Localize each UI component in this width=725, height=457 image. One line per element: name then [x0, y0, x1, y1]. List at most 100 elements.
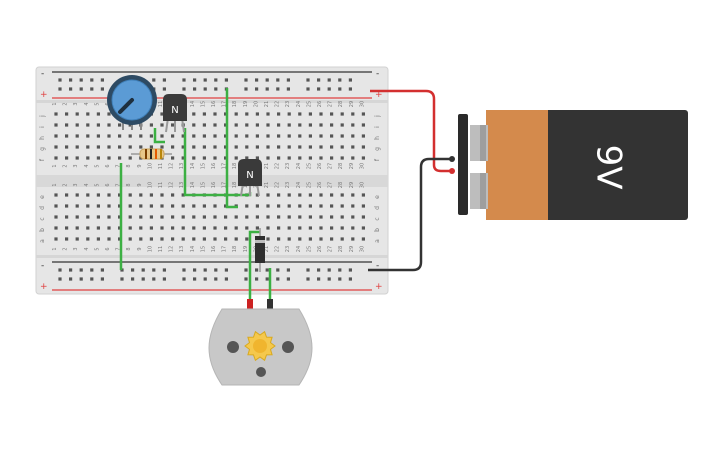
breadboard-hole[interactable] [245, 156, 249, 160]
rail-hole[interactable] [58, 78, 62, 82]
breadboard-hole[interactable] [192, 215, 196, 219]
dc-motor[interactable] [208, 299, 313, 386]
rail-hole[interactable] [182, 277, 186, 281]
breadboard-hole[interactable] [266, 237, 270, 241]
breadboard-hole[interactable] [181, 193, 185, 197]
breadboard-hole[interactable] [277, 145, 281, 149]
rail-hole[interactable] [69, 268, 73, 272]
breadboard-hole[interactable] [287, 145, 291, 149]
breadboard-hole[interactable] [277, 237, 281, 241]
rail-hole[interactable] [152, 78, 156, 82]
breadboard-hole[interactable] [128, 156, 132, 160]
rail-hole[interactable] [276, 87, 280, 91]
rail-hole[interactable] [162, 277, 166, 281]
rail-hole[interactable] [141, 268, 145, 272]
motor-wire-positive[interactable] [248, 230, 260, 303]
rail-hole[interactable] [348, 87, 352, 91]
breadboard-hole[interactable] [160, 237, 164, 241]
breadboard-hole[interactable] [330, 226, 334, 230]
rail-hole[interactable] [348, 78, 352, 82]
breadboard-hole[interactable] [330, 145, 334, 149]
breadboard-hole[interactable] [319, 123, 323, 127]
breadboard-hole[interactable] [287, 226, 291, 230]
breadboard-hole[interactable] [361, 237, 365, 241]
breadboard-hole[interactable] [277, 156, 281, 160]
rail-hole[interactable] [317, 87, 321, 91]
rail-hole[interactable] [317, 78, 321, 82]
rail-hole[interactable] [162, 78, 166, 82]
rail-hole[interactable] [90, 277, 94, 281]
breadboard-hole[interactable] [319, 193, 323, 197]
breadboard-hole[interactable] [266, 156, 270, 160]
breadboard-hole[interactable] [277, 215, 281, 219]
breadboard-hole[interactable] [361, 112, 365, 116]
rail-hole[interactable] [265, 268, 269, 272]
rail-hole[interactable] [214, 277, 218, 281]
breadboard-hole[interactable] [128, 123, 132, 127]
rail-hole[interactable] [58, 277, 62, 281]
rail-hole[interactable] [182, 78, 186, 82]
breadboard-hole[interactable] [160, 226, 164, 230]
breadboard-hole[interactable] [118, 193, 122, 197]
breadboard-hole[interactable] [171, 226, 175, 230]
breadboard-hole[interactable] [245, 145, 249, 149]
breadboard-hole[interactable] [277, 193, 281, 197]
breadboard-hole[interactable] [340, 145, 344, 149]
rail-hole[interactable] [79, 87, 83, 91]
rail-hole[interactable] [79, 277, 83, 281]
breadboard-hole[interactable] [160, 204, 164, 208]
rail-hole[interactable] [338, 78, 342, 82]
rail-hole[interactable] [69, 277, 73, 281]
breadboard-hole[interactable] [308, 237, 312, 241]
green-wire-pot-to-base[interactable] [153, 128, 165, 144]
rail-hole[interactable] [58, 268, 62, 272]
breadboard-hole[interactable] [308, 134, 312, 138]
breadboard-hole[interactable] [298, 123, 302, 127]
breadboard-hole[interactable] [171, 204, 175, 208]
breadboard-hole[interactable] [308, 215, 312, 219]
breadboard-hole[interactable] [118, 226, 122, 230]
breadboard-hole[interactable] [234, 215, 238, 219]
breadboard-hole[interactable] [192, 156, 196, 160]
breadboard-hole[interactable] [171, 123, 175, 127]
breadboard-hole[interactable] [75, 123, 79, 127]
breadboard-hole[interactable] [351, 112, 355, 116]
breadboard-hole[interactable] [139, 226, 143, 230]
breadboard-hole[interactable] [255, 134, 259, 138]
breadboard-hole[interactable] [361, 215, 365, 219]
rail-hole[interactable] [131, 268, 135, 272]
rail-hole[interactable] [265, 78, 269, 82]
breadboard-hole[interactable] [319, 112, 323, 116]
breadboard-hole[interactable] [319, 145, 323, 149]
breadboard-hole[interactable] [86, 237, 90, 241]
rail-hole[interactable] [224, 277, 228, 281]
battery-negative-wire[interactable] [368, 157, 452, 272]
breadboard-hole[interactable] [202, 237, 206, 241]
rail-hole[interactable] [317, 277, 321, 281]
breadboard-hole[interactable] [213, 134, 217, 138]
breadboard-hole[interactable] [171, 193, 175, 197]
breadboard-hole[interactable] [139, 237, 143, 241]
breadboard-hole[interactable] [340, 237, 344, 241]
rail-hole[interactable] [265, 87, 269, 91]
breadboard-hole[interactable] [54, 215, 58, 219]
breadboard-hole[interactable] [118, 123, 122, 127]
rail-hole[interactable] [244, 268, 248, 272]
breadboard-hole[interactable] [75, 145, 79, 149]
breadboard-hole[interactable] [96, 156, 100, 160]
battery-positive-wire[interactable] [370, 89, 452, 173]
breadboard-hole[interactable] [202, 156, 206, 160]
breadboard-hole[interactable] [234, 134, 238, 138]
breadboard-hole[interactable] [65, 123, 69, 127]
breadboard-hole[interactable] [361, 193, 365, 197]
resistor[interactable] [131, 148, 172, 160]
breadboard-hole[interactable] [287, 156, 291, 160]
breadboard-hole[interactable] [192, 226, 196, 230]
breadboard-hole[interactable] [330, 134, 334, 138]
breadboard-hole[interactable] [213, 145, 217, 149]
breadboard-hole[interactable] [171, 145, 175, 149]
breadboard-hole[interactable] [245, 134, 249, 138]
breadboard-hole[interactable] [86, 112, 90, 116]
rail-hole[interactable] [276, 277, 280, 281]
breadboard-hole[interactable] [298, 237, 302, 241]
